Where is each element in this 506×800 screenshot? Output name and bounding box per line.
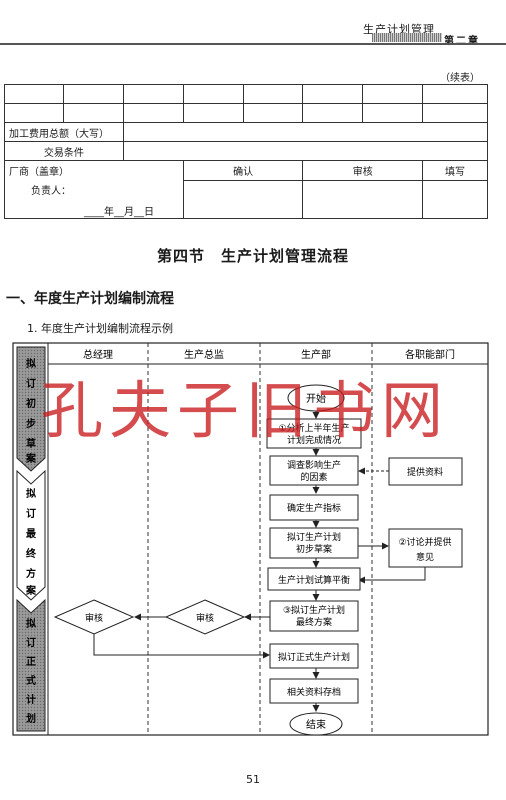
phase-char: 方 [26,567,36,580]
step-analyze-first-half [266,418,362,449]
running-header-chapter: 第二章 [444,36,480,47]
svg-text:生产计划试算平衡: 生产计划试算平衡 [278,574,350,586]
phase-char: 划 [26,712,36,725]
review-cell [302,179,424,220]
continued-label: （续表） [440,73,480,84]
phase-char: 正 [26,656,36,668]
svg-text:审核: 审核 [85,612,103,624]
step-investigate-factors [269,455,359,486]
start-label: 开始 [306,392,326,405]
header-decorative-bar [372,33,442,42]
lane-header-functional-depts: 各职能部门 [405,348,455,361]
vendor-signature-cell: 厂商（盖章） 负责人： ____年__月__日 [4,160,184,219]
phase-char: 订 [26,377,36,390]
phase-char: 订 [26,636,36,649]
svg-text:最终方案: 最终方案 [296,616,332,628]
table-row: 加工费用总额（大写） [4,122,489,142]
trade-terms-value [122,141,489,161]
subsection-title: 一、年度生产计划编制流程 [6,291,174,307]
phase-char: 终 [26,547,37,560]
lane-header-production-dept: 生产部 [301,348,331,361]
svg-text:初步草案: 初步草案 [296,543,332,555]
table-row: 厂商（盖章） 负责人： ____年__月__日 确认 审核 填写 [4,160,488,219]
phase-char: 初 [26,397,36,410]
phase-char: 式 [26,674,36,687]
step-final-plan [269,600,359,632]
end-node [289,712,343,736]
production-plan-flowchart: 总经理 生产总监 生产部 各职能部门 拟 订 初 步 草 案 拟 订 最 终 方… [12,342,489,736]
confirm-cell [182,179,304,220]
end-label: 结束 [306,718,326,731]
phase-char: 计 [26,693,36,706]
phase-char: 拟 [26,617,36,630]
svg-text:审核: 审核 [196,612,214,624]
figure-title: 1. 年度生产计划编制流程示例 [27,322,173,335]
lane-header-general-manager: 总经理 [83,348,113,361]
watermark-text: 孔夫子旧书网 [41,374,449,447]
phase-char: 最 [26,528,37,540]
phase-char: 订 [26,507,36,520]
review-diamond-director [164,599,246,635]
svg-text:相关资料存档: 相关资料存档 [287,686,341,698]
confirm-header: 确认 [182,160,304,181]
svg-text:提供资料: 提供资料 [407,466,443,478]
step-formal-plan [269,643,359,669]
svg-text:计划完成情况: 计划完成情况 [287,434,341,446]
svg-text:的因素: 的因素 [300,471,327,483]
phase-char: 步 [26,417,36,430]
svg-text:意见: 意见 [416,551,434,563]
processing-fee-label: 加工费用总额（大写） [4,122,124,142]
trade-terms-label: 交易条件 [4,141,124,161]
contract-form-table: 加工费用总额（大写） 交易条件 厂商（盖章） 负责人： ____年__月__日 … [4,84,489,220]
phase-band-formal [16,598,46,732]
discussion-box [388,528,463,568]
svg-text:③拟订生产计划: ③拟订生产计划 [283,604,345,616]
discussion-return-arrow [358,567,426,584]
step-draft-plan [269,527,359,559]
phase-char: 草 [26,437,36,450]
step-trial-balance [267,567,361,591]
phase-char: 案 [25,584,37,597]
flowchart-frame [12,342,489,736]
running-header-title: 生产计划管理 [363,23,435,36]
date-label: ____年__月__日 [84,207,154,218]
svg-text:①分析上半年生产: ①分析上半年生产 [278,422,349,434]
svg-text:拟订正式生产计划: 拟订正式生产计划 [278,651,350,663]
review-header: 审核 [302,160,424,181]
processing-fee-value [122,122,489,142]
phase-char: 案 [25,452,37,465]
header-rule [0,43,506,45]
section-title: 第四节 生产计划管理流程 [156,247,349,265]
phase-band-draft [16,346,46,472]
fill-cell [422,179,488,220]
step-archive [269,678,359,704]
phase-band-final [16,469,46,601]
lane-header-production-director: 生产总监 [184,348,224,361]
approval-arrow [93,634,270,659]
page-number: 51 [246,773,260,786]
provide-data-box [388,457,463,486]
table-row [4,103,488,123]
table-row [5,179,488,220]
person-label: 负责人： [31,186,71,197]
fill-header: 填写 [422,160,488,181]
svg-text:调查影响生产: 调查影响生产 [287,459,341,471]
svg-text:拟订生产计划: 拟订生产计划 [287,531,341,543]
table-row [4,84,488,104]
svg-text:确定生产指标: 确定生产指标 [287,502,341,514]
svg-text:②讨论并提供: ②讨论并提供 [398,536,451,548]
vendor-label: 厂商（盖章） [9,167,69,178]
step-set-targets [269,494,359,521]
table-row: 交易条件 [4,141,489,161]
phase-char: 拟 [26,487,36,500]
phase-char: 拟 [26,357,36,370]
